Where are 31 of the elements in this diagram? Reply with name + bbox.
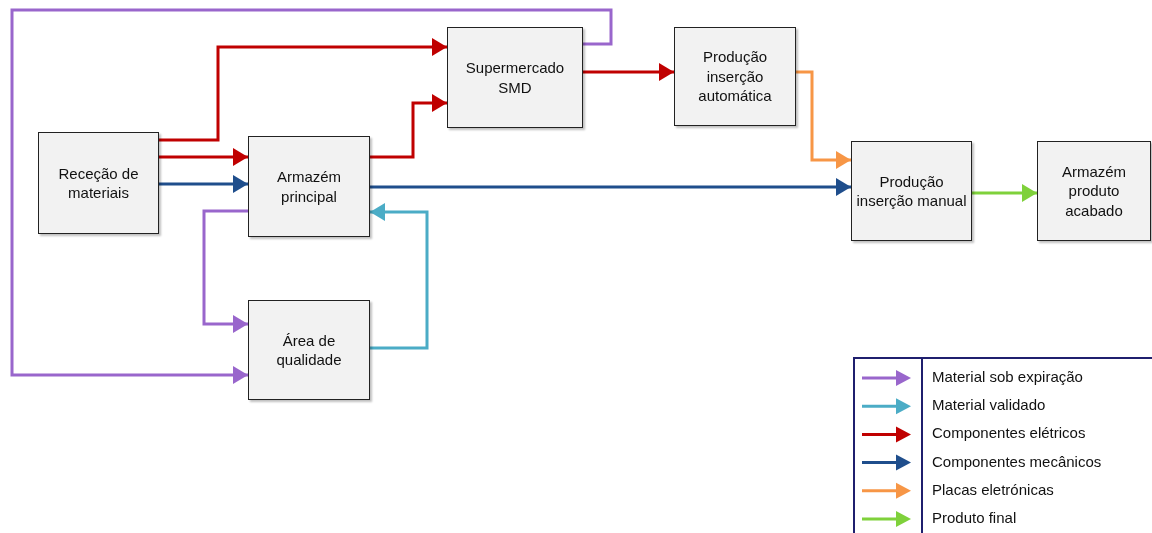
legend-label: Material validado [932, 396, 1046, 414]
legend-label: Produto final [932, 509, 1017, 526]
box-label: Supermercado SMD [464, 58, 566, 97]
arrow [370, 94, 447, 159]
box-label: Área de qualidade [275, 330, 343, 370]
process-box [674, 27, 796, 126]
box-label: Produção inserção manual [855, 171, 968, 211]
arrow [583, 63, 674, 81]
process-box [851, 141, 972, 241]
box-label: Receção de materiais [57, 163, 140, 203]
arrow [370, 178, 851, 196]
box-label: Produção inserção automática [697, 47, 773, 106]
process-box [447, 27, 583, 128]
legend-label: Material sob expiração [932, 368, 1083, 385]
legend-label: Componentes elétricos [932, 424, 1086, 442]
arrow [972, 184, 1037, 202]
arrow [202, 209, 248, 333]
legend-label: Componentes mecânicos [932, 452, 1102, 470]
arrow [10, 8, 613, 384]
arrow [159, 38, 447, 142]
arrow [159, 148, 248, 166]
arrow [159, 175, 248, 193]
process-box [1037, 141, 1151, 241]
box-label: Armazém principal [275, 167, 343, 206]
process-box [248, 300, 370, 400]
process-box [38, 132, 159, 234]
legend-label: Placas eletrónicas [932, 480, 1054, 498]
box-label: Armazém produto acabado [1060, 161, 1128, 221]
process-box [248, 136, 370, 237]
arrow [796, 70, 851, 169]
arrow [370, 203, 429, 350]
